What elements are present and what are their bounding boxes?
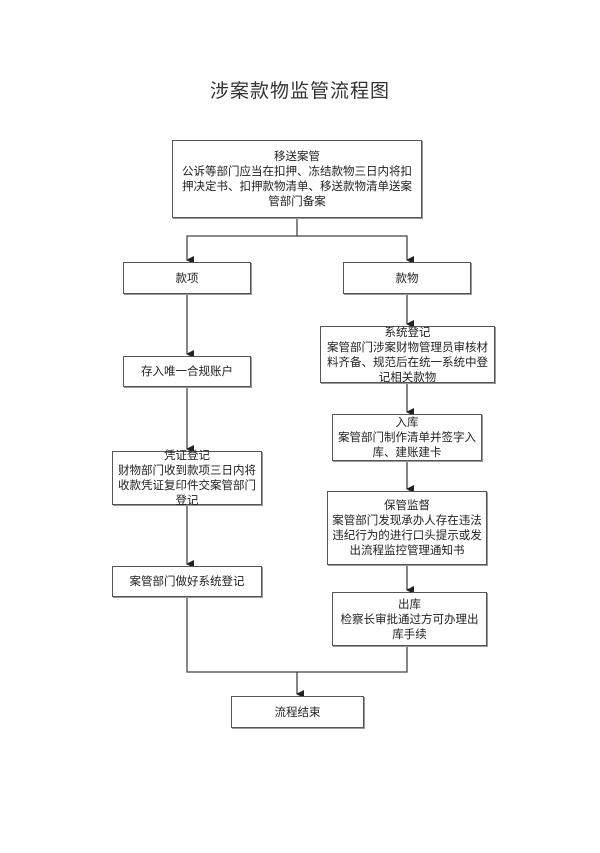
edge-transfer-items <box>297 235 414 264</box>
node-end: 流程结束 <box>231 696 364 728</box>
node-body: 财物部门收到款项三日内将收款凭证复印件交案管部门登记 <box>118 463 256 507</box>
node-title: 系统登记 <box>384 324 431 339</box>
node-deposit: 存入唯一合规账户 <box>123 356 251 387</box>
node-title: 流程结束 <box>274 704 321 719</box>
node-title: 入库 <box>395 415 419 429</box>
edge-transfer-split <box>186 218 298 264</box>
edge-merge-left <box>186 597 297 673</box>
node-body: 案管部门制作清单并签字入库、建账建卡 <box>338 430 476 459</box>
node-title: 出库 <box>398 596 421 611</box>
node-transfer: 移送案管 公诉等部门应当在扣押、冻结款物三日内将扣押决定书、扣押款物清单、移送款… <box>172 140 422 218</box>
node-title: 案管部门做好系统登记 <box>129 574 245 588</box>
node-funds: 款项 <box>123 262 251 294</box>
node-body: 案管部门发现承办人存在违法违纪行为的进行口头提示或发出流程监控管理通知书 <box>332 513 482 557</box>
node-body: 案管部门涉案财物管理员审核材料齐备、规范后在统一系统中登记相关款物 <box>327 339 488 384</box>
node-title: 存入唯一合规账户 <box>141 364 233 378</box>
node-supervision: 保管监督 案管部门发现承办人存在违法违纪行为的进行口头提示或发出流程监控管理通知… <box>327 491 487 565</box>
node-items: 款物 <box>343 262 471 294</box>
node-title: 款项 <box>175 270 199 285</box>
node-voucher: 凭证登记 财物部门收到款项三日内将收款凭证复印件交案管部门登记 <box>112 448 262 507</box>
node-title: 保管监督 <box>384 498 430 512</box>
edge-merge-right <box>297 646 408 673</box>
node-title: 移送案管 <box>274 149 320 163</box>
node-sysreg-left: 案管部门做好系统登记 <box>112 566 262 597</box>
node-body: 公诉等部门应当在扣押、冻结款物三日内将扣押决定书、扣押款物清单、移送款物清单送案… <box>182 164 412 208</box>
node-title: 凭证登记 <box>164 448 210 462</box>
node-title: 款物 <box>395 270 419 285</box>
node-warehouse-in: 入库 案管部门制作清单并签字入库、建账建卡 <box>332 414 482 461</box>
node-warehouse-out: 出库 检察长审批通过方可办理出库手续 <box>332 592 487 646</box>
node-sysreg-right: 系统登记 案管部门涉案财物管理员审核材料齐备、规范后在统一系统中登记相关款物 <box>320 324 495 384</box>
node-body: 检察长审批通过方可办理出库手续 <box>340 611 479 641</box>
diagram-title: 涉案款物监管流程图 <box>209 80 390 102</box>
